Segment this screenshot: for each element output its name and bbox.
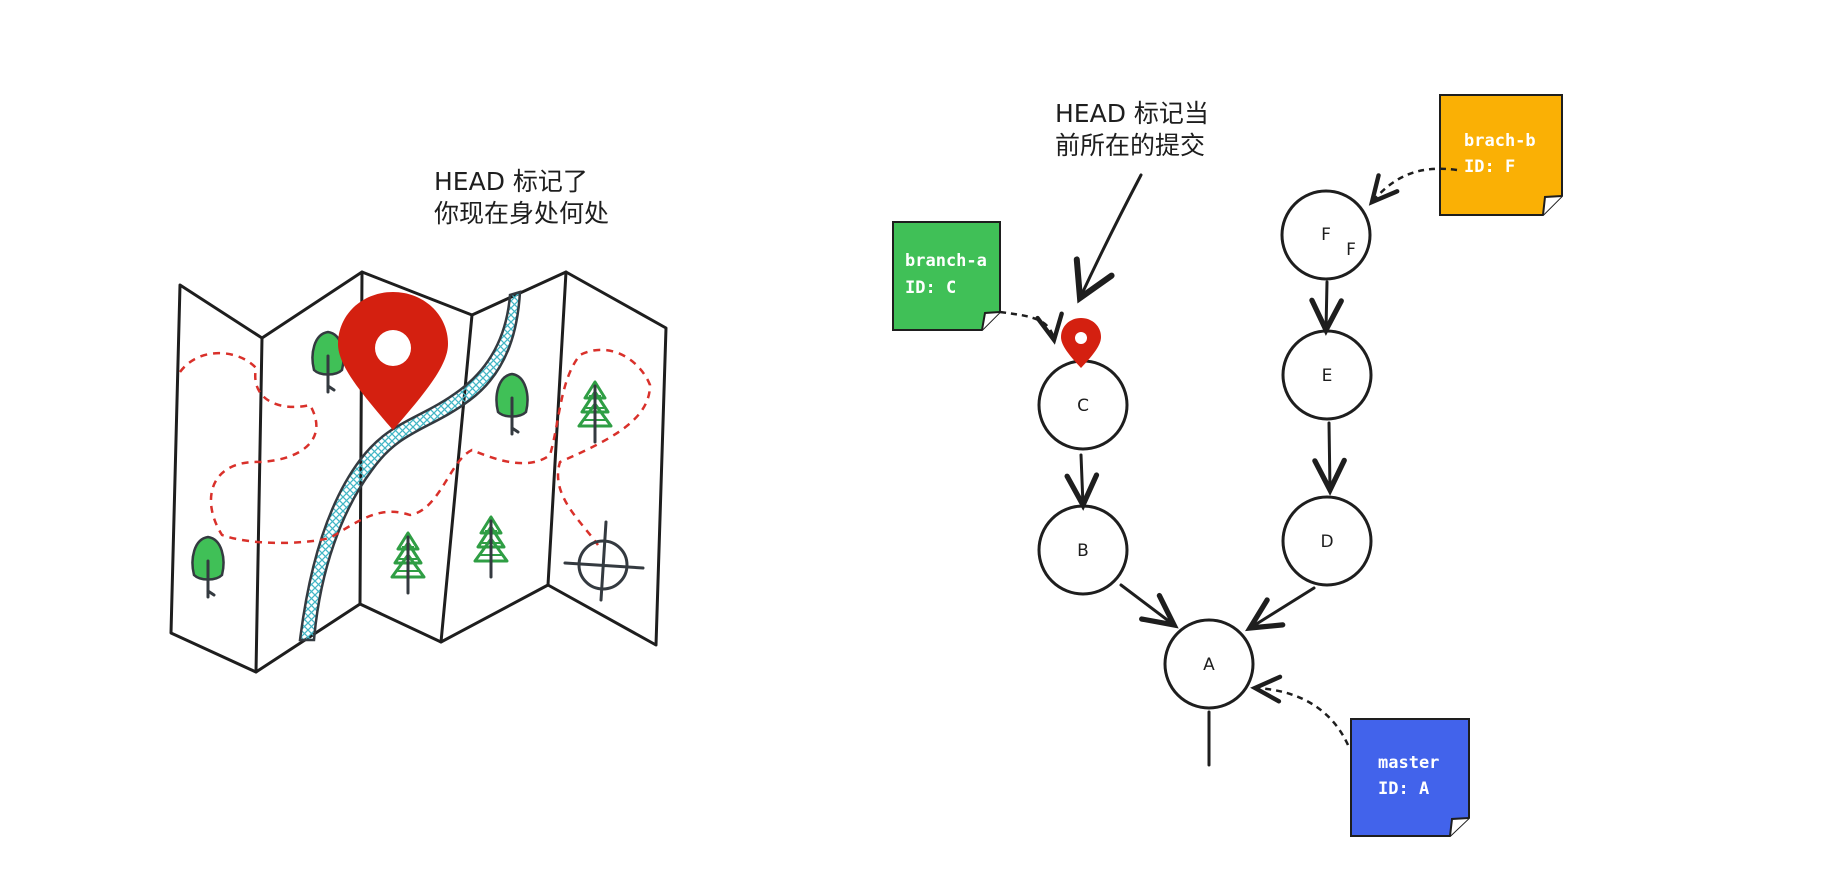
head-pin-icon xyxy=(1061,318,1101,368)
note-branch-a-name: branch-a xyxy=(905,251,987,271)
commit-label-f-1: F xyxy=(1321,225,1331,245)
commit-label-c: C xyxy=(1077,396,1089,416)
note-brach-b-name: brach-b xyxy=(1464,131,1536,151)
left-caption-line-2: 你现在身处何处 xyxy=(434,199,609,228)
master-pointer xyxy=(1250,674,1350,746)
round-tree-icon xyxy=(191,535,225,599)
left-caption-line-1: HEAD 标记了 xyxy=(434,167,588,196)
commit-label-d: D xyxy=(1320,532,1333,552)
note-branch-a-id: ID: C xyxy=(905,278,956,298)
commit-label-f-2: F xyxy=(1346,240,1356,260)
river-shape xyxy=(298,290,522,642)
trail-path xyxy=(178,348,652,546)
commit-node-f: F F xyxy=(1280,189,1372,281)
pine-tree-icon xyxy=(390,531,426,595)
note-master-name: master xyxy=(1378,753,1439,773)
edge-e-d xyxy=(1312,421,1347,496)
commit-label-a: A xyxy=(1203,655,1215,675)
commit-node-a: A xyxy=(1163,618,1255,710)
brach-b-pointer xyxy=(1368,167,1458,206)
branch-a-pointer xyxy=(999,310,1064,345)
edge-d-a xyxy=(1245,586,1316,632)
commit-node-c: C xyxy=(1037,359,1129,451)
note-master-id: ID: A xyxy=(1378,779,1429,799)
commit-node-d: D xyxy=(1281,495,1373,587)
right-caption: HEAD 标记当 前所在的提交 xyxy=(1055,99,1209,160)
commit-label-b: B xyxy=(1077,541,1089,561)
commit-node-b: B xyxy=(1037,504,1129,596)
pine-tree-icon xyxy=(473,515,509,579)
location-pin-icon xyxy=(338,292,448,430)
note-brach-b: brach-b ID: F xyxy=(1439,94,1563,216)
round-tree-icon xyxy=(495,372,529,436)
crosshair-icon xyxy=(563,520,645,602)
left-caption: HEAD 标记了 你现在身处何处 xyxy=(434,167,609,228)
right-caption-line-1: HEAD 标记当 xyxy=(1055,99,1209,128)
note-brach-b-id: ID: F xyxy=(1464,157,1515,177)
head-pointer-arrow xyxy=(1073,173,1143,304)
edge-f-e xyxy=(1309,280,1344,336)
edge-b-a xyxy=(1119,583,1179,629)
edge-c-b xyxy=(1064,453,1100,511)
note-master: master ID: A xyxy=(1350,718,1470,837)
right-caption-line-2: 前所在的提交 xyxy=(1055,131,1205,160)
note-branch-a: branch-a ID: C xyxy=(892,221,1001,331)
pine-tree-icon xyxy=(577,380,613,444)
commit-label-e: E xyxy=(1322,366,1333,386)
commit-node-e: E xyxy=(1281,329,1373,421)
